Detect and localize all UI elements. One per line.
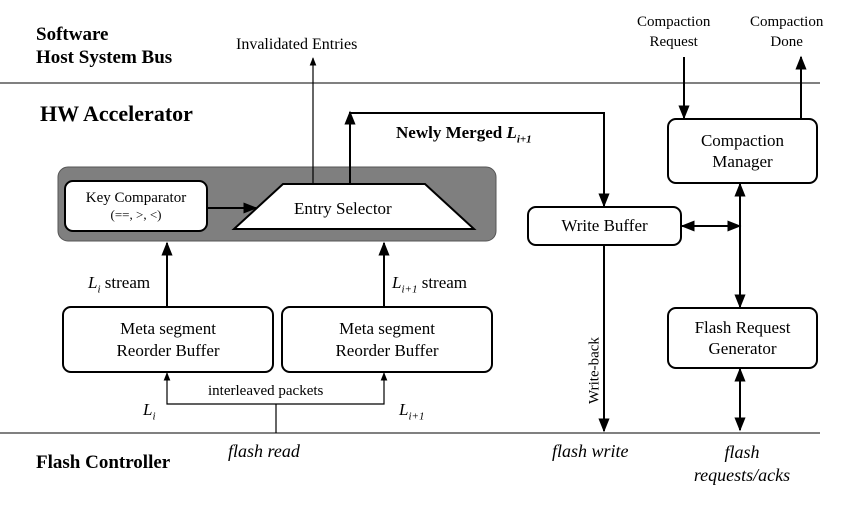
li1-stream-label: Li+1 stream [392,273,467,295]
newly-merged-symbol: L [506,123,517,142]
key-comparator-ops: (==, >, <) [110,207,162,223]
li-stream-subscript: i [97,283,101,296]
li1-stream-symbol: L [392,273,402,292]
flash-write-label: flash write [552,441,629,461]
flash-request-generator-line1: Flash Request [694,317,791,337]
packets-to-right [276,372,388,405]
li1-stream-subscript: i+1 [401,283,418,296]
layer-label-software: Software [36,24,109,45]
key-comparator-title: Key Comparator [85,189,187,206]
newly-merged-text: Newly Merged [396,123,503,142]
reorder-right-line2: Reorder Buffer [335,340,439,360]
packets-to-left [163,372,276,405]
li1-stream-word: stream [421,273,468,292]
entry-selector-shape [231,183,477,230]
compaction-done-line1: Compaction [750,14,824,30]
flash-request-generator-line2: Generator [708,339,777,358]
li1-input-subscript: i+1 [408,410,425,423]
layer-label-host-bus: Host System Bus [36,47,173,68]
newly-merged-subscript: i+1 [516,133,532,146]
interleaved-packets-label: interleaved packets [208,383,324,399]
layer-label-hw-accelerator: HW Accelerator [40,101,193,126]
compaction-done-label: Compaction Done [750,12,823,53]
reorder-left-line1: Meta segment [120,319,216,339]
li-input-symbol: L [143,400,153,419]
li1-input-symbol: L [399,400,409,419]
flash-requests-line2: requests/acks [693,465,791,486]
write-back-label-wrap: Write-back [587,336,603,406]
flash-requests-line1: flash [724,442,760,462]
layer-label-flash-controller: Flash Controller [36,452,171,473]
reorder-left-line2: Reorder Buffer [116,340,220,360]
compaction-done-line2: Done [770,34,803,51]
key-comparator-block: Key Comparator (==, >, <) [64,180,208,232]
write-buffer-block: Write Buffer [527,206,682,246]
write-back-label: Write-back [586,337,603,404]
compaction-manager-line1: Compaction [700,130,785,150]
compaction-request-line1: Compaction [637,14,711,30]
flash-read-label: flash read [228,441,300,461]
invalidated-entries-label: Invalidated Entries [236,36,358,53]
compaction-manager-block: Compaction Manager [667,118,818,184]
li-stream-label: Li stream [88,273,150,295]
li-stream-word: stream [104,273,151,292]
compaction-request-label: Compaction Request [637,12,710,53]
li-input-label: Li [143,400,156,422]
reorder-right-line1: Meta segment [339,319,435,339]
li1-input-label: Li+1 [399,400,424,422]
flash-requests-label: flash requests/acks [682,441,802,488]
li-stream-symbol: L [88,273,98,292]
compaction-request-line2: Request [649,34,698,51]
reorder-buffer-right-block: Meta segment Reorder Buffer [281,306,493,373]
li-input-subscript: i [152,410,156,423]
flash-request-generator-block: Flash Request Generator [667,307,818,369]
compaction-manager-line2: Manager [712,152,773,171]
write-buffer-label: Write Buffer [561,216,648,236]
newly-merged-path-2 [350,112,610,208]
entry-selector-label: Entry Selector [294,199,392,218]
newly-merged-label: Newly Merged Li+1 [396,123,532,145]
reorder-buffer-left-block: Meta segment Reorder Buffer [62,306,274,373]
